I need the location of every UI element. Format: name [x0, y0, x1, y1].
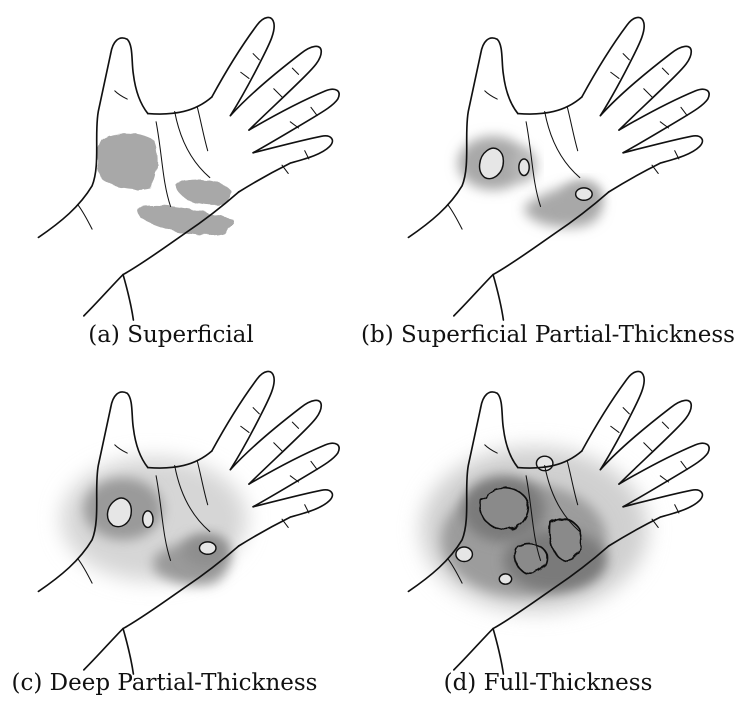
blister-3	[499, 574, 511, 584]
hand-illustration-superficial	[0, 0, 370, 320]
blister-3	[576, 188, 593, 200]
caption-a: (a) Superficial	[6, 322, 336, 348]
hand-illustration-superficial-partial	[370, 0, 740, 320]
blister-1	[536, 456, 553, 470]
eschar-2	[550, 519, 581, 560]
panel-deep-partial-thickness: (c) Deep Partial-Thickness	[0, 354, 370, 708]
caption-d: (d) Full-Thickness	[378, 670, 718, 696]
hand-outline	[408, 17, 709, 320]
blister-3	[199, 542, 216, 554]
hand-outline	[38, 17, 339, 320]
burn-area-deep-partial	[61, 457, 247, 585]
burn-area-full-thickness	[421, 447, 648, 612]
panel-superficial: (a) Superficial	[0, 0, 370, 354]
hand-illustration-full-thickness	[370, 354, 740, 674]
caption-c: (c) Deep Partial-Thickness	[0, 670, 337, 696]
panel-superficial-partial-thickness: (b) Superficial Partial-Thickness	[370, 0, 740, 354]
blister-2	[456, 547, 473, 561]
blister-2	[143, 511, 153, 528]
panel-full-thickness: (d) Full-Thickness	[370, 354, 740, 708]
hand-illustration-deep-partial	[0, 354, 370, 674]
eschar-3	[515, 543, 547, 573]
blister-2	[519, 159, 529, 176]
blisters	[480, 148, 593, 200]
caption-b: (b) Superficial Partial-Thickness	[358, 322, 738, 348]
